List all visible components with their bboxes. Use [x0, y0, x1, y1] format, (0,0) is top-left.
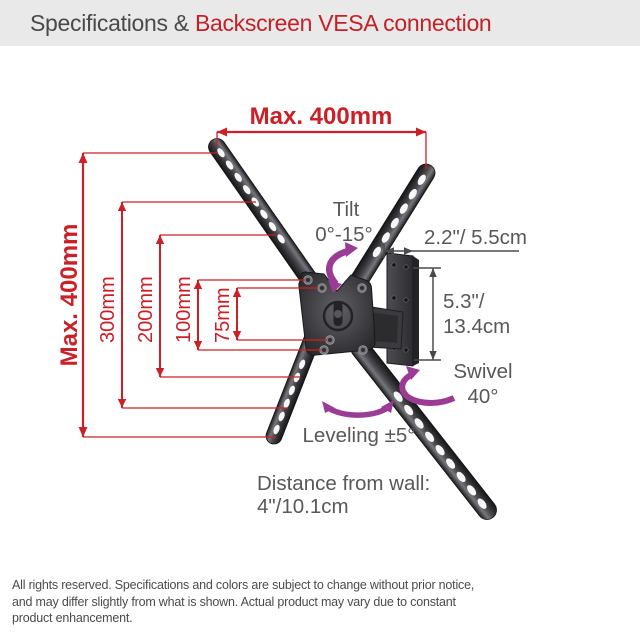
label-300mm: 300mm	[97, 276, 119, 343]
center-plate	[298, 271, 376, 356]
label-max-width: Max. 400mm	[250, 103, 393, 130]
label-75mm: 75mm	[212, 287, 234, 343]
header-bar: Specifications & Backscreen VESA connect…	[0, 0, 640, 46]
label-plate-height-2: 13.4cm	[443, 315, 510, 338]
page-title-highlight: Backscreen VESA connection	[194, 9, 492, 36]
label-swivel: Swivel	[453, 360, 512, 383]
label-tilt-range: 0°-15°	[315, 223, 372, 246]
disclaimer-line-2: and may differ slightly from what is sho…	[12, 594, 456, 609]
label-tilt: Tilt	[333, 198, 360, 221]
dim-100mm	[193, 279, 321, 351]
label-200mm: 200mm	[135, 276, 157, 343]
dim-200mm	[155, 234, 300, 378]
label-max-height: Max. 400mm	[56, 224, 83, 367]
dim-300mm	[117, 201, 288, 409]
arm-top-right	[345, 163, 436, 297]
dim-plate-height	[413, 267, 441, 361]
wall-plate	[386, 252, 419, 367]
vesa-diagram: Max. 400mm Max. 400mm 300mm 200mm 100mm …	[56, 103, 527, 520]
footer-disclaimer: All rights reserved. Specifications and …	[12, 577, 628, 627]
red-dimensions	[78, 127, 427, 438]
arm-bottom-left	[265, 327, 322, 445]
disclaimer-line-3: product enhancement.	[12, 611, 133, 625]
vesa-bracket-illustration	[208, 138, 497, 520]
disclaimer-line-1: All rights reserved. Specifications and …	[12, 578, 475, 592]
label-depth: 2.2"/ 5.5cm	[424, 226, 527, 249]
label-wall-distance-2: 4"/10.1cm	[257, 495, 349, 518]
dim-max-width	[216, 127, 427, 169]
gray-dimensions	[383, 244, 519, 361]
vesa-screws	[303, 275, 368, 355]
label-plate-height-1: 5.3"/	[443, 290, 485, 313]
dim-75mm	[232, 287, 327, 341]
page-title: Specifications &	[30, 9, 195, 36]
dim-max-height	[78, 152, 276, 438]
dim-depth	[383, 244, 519, 258]
swivel-arrow-icon	[399, 366, 456, 406]
label-100mm: 100mm	[173, 276, 195, 343]
label-swivel-angle: 40°	[467, 385, 498, 408]
leveling-arrow-icon	[322, 400, 394, 418]
tilt-arrow-icon	[326, 242, 358, 293]
label-wall-distance-1: Distance from wall:	[257, 472, 430, 495]
label-leveling: Leveling ±5°	[303, 424, 416, 447]
